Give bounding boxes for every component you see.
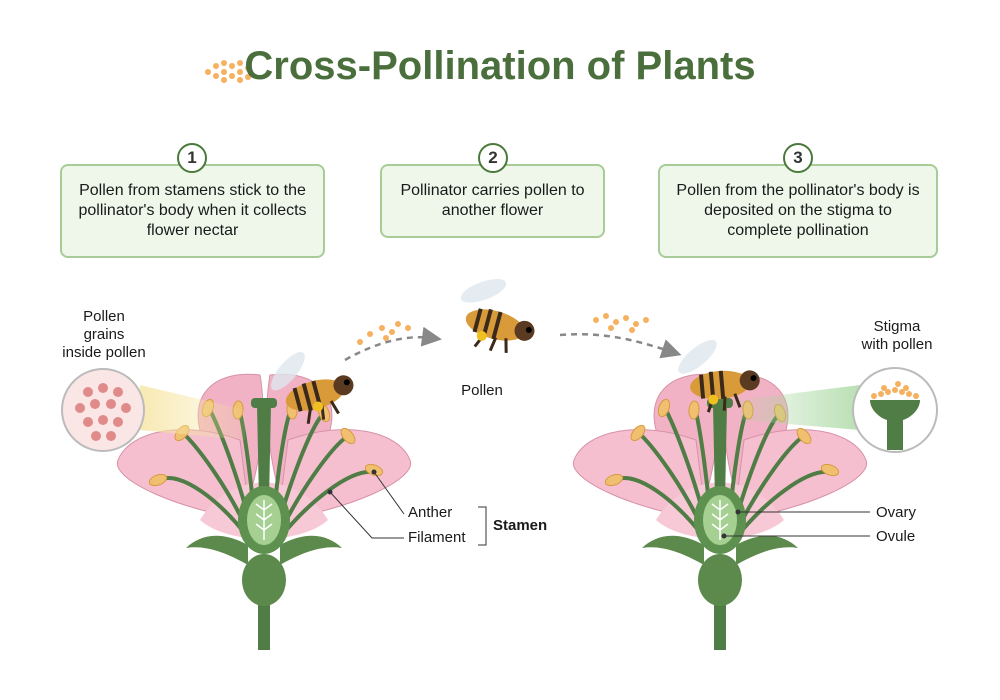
anther-label: Anther [408, 504, 453, 521]
right-ovule-leaf [711, 500, 729, 540]
stigma-shape [870, 400, 920, 450]
left-receptacle [242, 554, 286, 606]
right-pointer-lines [721, 509, 870, 539]
step-1-text: Pollen from stamens stick to the pollina… [78, 182, 307, 239]
step-2-box: Pollinator carries pollen to another flo… [380, 164, 605, 238]
right-petal-right [733, 429, 867, 521]
pollen-grains-label: Pollen grains inside pollen [48, 308, 160, 362]
pollen-magnify-beam [140, 385, 245, 440]
right-receptacle [698, 554, 742, 606]
stigma-pollen-dots [871, 381, 919, 399]
pollen-grains-label-line1: Pollen [83, 308, 125, 325]
pollen-label: Pollen [461, 382, 503, 399]
left-ovule-leaf [255, 500, 273, 540]
stigma-label-line1: Stigma [873, 318, 921, 335]
page-title: Cross-Pollination of Plants [244, 44, 756, 88]
left-sepal-right [280, 535, 342, 565]
step-2-text: Pollinator carries pollen to another flo… [400, 182, 585, 219]
ovary-label: Ovary [876, 504, 917, 521]
filament-label: Filament [408, 529, 466, 546]
step-2-number: 2 [478, 143, 508, 173]
ovule-label: Ovule [876, 528, 916, 545]
arrow-right-pollen [593, 313, 649, 333]
bee-icon-left [271, 351, 354, 424]
step-1-box: Pollen from stamens stick to the pollina… [60, 164, 325, 258]
step-1-number: 1 [177, 143, 207, 173]
arrow-left-pollen [357, 321, 411, 345]
bee-icon-right [678, 339, 760, 413]
right-petal-left [573, 429, 707, 521]
pollen-grains-magnifier [61, 368, 145, 452]
right-sepal-right [736, 535, 798, 565]
pollen-grains-label-line3: inside pollen [62, 344, 146, 361]
right-sepal-left [642, 535, 704, 565]
stigma-magnify-beam [740, 385, 860, 430]
stamen-label: Stamen [493, 517, 548, 534]
left-sepal-left [186, 535, 248, 565]
bee-icon-middle [460, 279, 535, 353]
left-stigma [251, 398, 277, 408]
arrow-middle-to-right [559, 333, 682, 359]
stigma-label-line2: with pollen [861, 336, 933, 353]
stamen-bracket [478, 506, 487, 546]
left-style [257, 405, 271, 500]
right-style [713, 405, 727, 500]
step-3-box: Pollen from the pollinator's body is dep… [658, 164, 938, 258]
left-pointer-lines [327, 469, 405, 539]
pollen-grains-label-line2: grains [83, 326, 125, 343]
step-3-text: Pollen from the pollinator's body is dep… [676, 182, 920, 239]
stigma-label: Stigma with pollen [842, 318, 952, 354]
arrow-left-to-middle [344, 326, 442, 362]
step-3-number: 3 [783, 143, 813, 173]
pollen-cluster-icon [205, 60, 251, 83]
pollen-grains-dots [75, 383, 131, 441]
